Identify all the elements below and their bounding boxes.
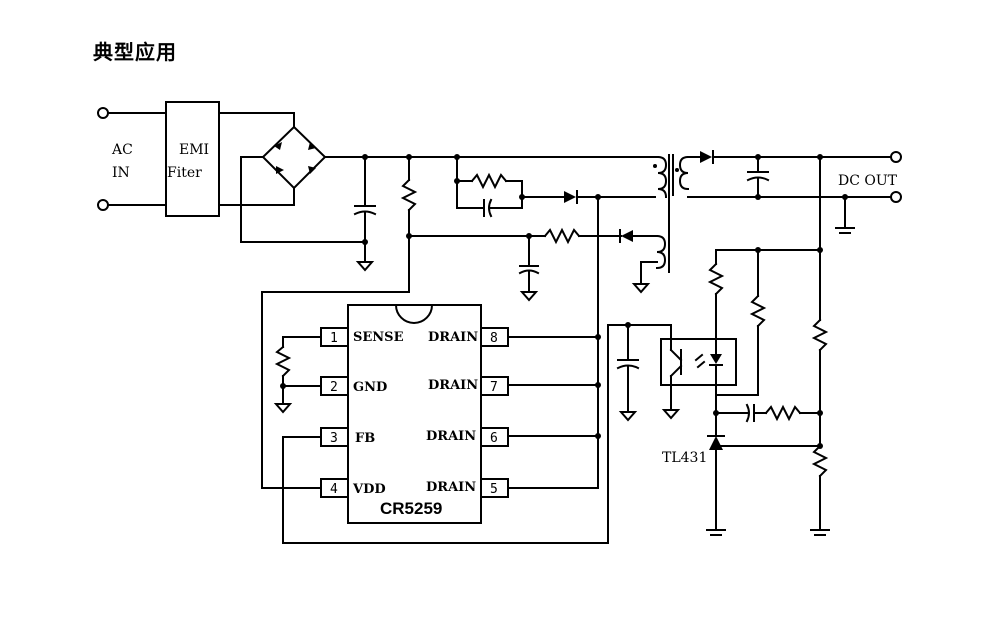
fiter-label: Fiter [167,165,202,181]
pin-6-number: 6 [490,431,498,446]
tl431-label: TL431 [662,450,707,466]
pin-2-number: 2 [330,380,338,395]
pin-7-number: 7 [490,380,498,395]
pin-8-name: DRAIN [428,330,478,345]
pin-5-name: DRAIN [426,480,476,495]
pin-8-number: 8 [490,331,498,346]
pin-2-name: GND [353,380,387,395]
in-label: IN [112,165,130,181]
pin-4-name: VDD [352,482,386,497]
dc-out-label: DC OUT [838,173,898,189]
emi-filter: EMI Fiter [165,101,295,217]
pin-6-name: DRAIN [426,429,476,444]
page-title: 典型应用 [93,40,177,64]
snubber [454,154,656,218]
chip-name: CR5259 [380,499,442,518]
feedback-network [707,156,830,536]
pin-7-name: DRAIN [428,378,478,393]
tl431-shunt: TL431 [662,435,726,536]
pin-1-number: 1 [330,331,338,346]
startup-resistor [261,154,546,489]
pin-1-name: SENSE [353,330,404,345]
sense-resistor [273,336,322,414]
ac-input: AC IN [97,107,167,211]
ic-cr5259: 1 2 3 4 8 7 6 5 SENSE GND FB VDD DRAIN D… [320,303,509,524]
emi-label: EMI [179,142,209,158]
transformer [640,154,690,273]
pin-3-name: FB [355,431,375,446]
optocoupler [282,322,737,544]
bridge-rectifier [240,125,659,243]
bulk-capacitor [353,154,377,272]
pin-3-number: 3 [330,431,338,446]
pin-5-number: 5 [490,482,498,497]
ac-label: AC [111,142,133,158]
pin-4-number: 4 [330,482,338,497]
aux-supply [518,227,658,302]
secondary-output: DC OUT [687,150,902,234]
drain-bus [507,196,601,489]
